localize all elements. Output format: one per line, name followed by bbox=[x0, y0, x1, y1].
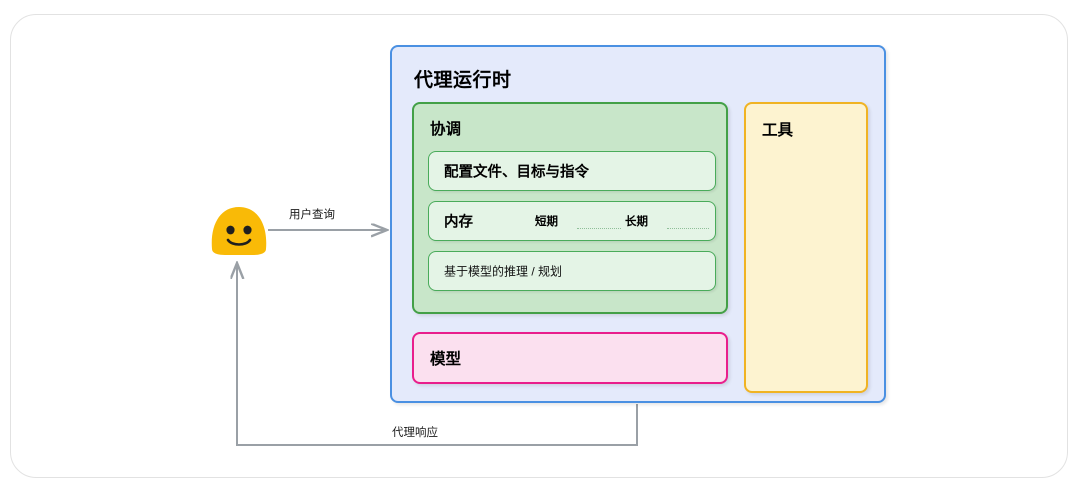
memory-dotted-line-long bbox=[667, 228, 709, 229]
model-box: 模型 bbox=[412, 332, 728, 384]
card-memory: 内存 短期 长期 bbox=[428, 201, 716, 241]
tools-box: 工具 bbox=[744, 102, 868, 393]
memory-dotted-line-short bbox=[577, 228, 621, 229]
card-profile-label: 配置文件、目标与指令 bbox=[444, 164, 589, 181]
flow-label-user-query: 用户查询 bbox=[289, 209, 335, 221]
flow-label-agent-response: 代理响应 bbox=[392, 427, 438, 439]
memory-chip-long-term: 长期 bbox=[625, 216, 648, 228]
tools-title: 工具 bbox=[762, 122, 794, 139]
agent-runtime-title: 代理运行时 bbox=[414, 70, 512, 91]
card-reasoning: 基于模型的推理 / 规划 bbox=[428, 251, 716, 291]
card-profile: 配置文件、目标与指令 bbox=[428, 151, 716, 191]
model-title: 模型 bbox=[430, 351, 462, 368]
coordination-title: 协调 bbox=[430, 121, 462, 138]
agent-runtime-box: 代理运行时 协调 配置文件、目标与指令 内存 短期 长期 基于模型的推理 / 规… bbox=[390, 45, 886, 403]
card-reasoning-label: 基于模型的推理 / 规划 bbox=[444, 264, 563, 279]
memory-chip-short-term: 短期 bbox=[535, 216, 558, 228]
smiley-face-icon bbox=[211, 207, 267, 255]
user-avatar bbox=[209, 203, 269, 258]
coordination-box: 协调 配置文件、目标与指令 内存 短期 长期 基于模型的推理 / 规划 bbox=[412, 102, 728, 314]
card-memory-label: 内存 bbox=[444, 214, 473, 231]
